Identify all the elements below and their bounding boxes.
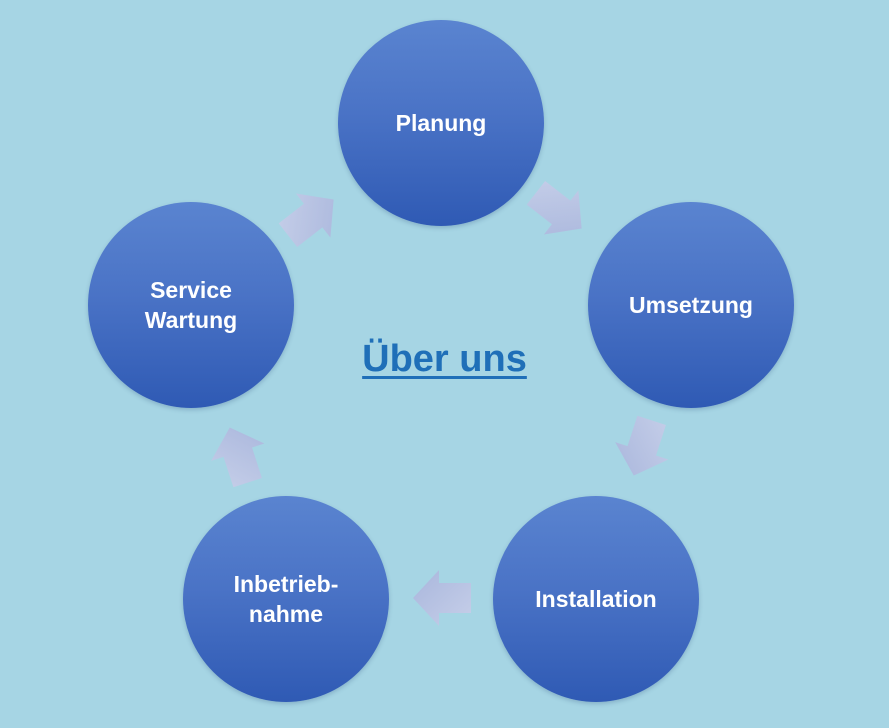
arrow-umsetzung-to-installation-icon bbox=[607, 411, 679, 485]
node-installation-label: Installation bbox=[535, 586, 657, 612]
node-planung-label: Planung bbox=[395, 110, 487, 136]
node-umsetzung: Umsetzung bbox=[588, 202, 794, 408]
arrow-installation-to-inbetriebnahme-icon bbox=[413, 570, 471, 626]
node-umsetzung-label: Umsetzung bbox=[629, 292, 753, 318]
node-planung: Planung bbox=[338, 20, 544, 226]
arrow-inbetriebnahme-to-service-icon bbox=[203, 418, 275, 492]
node-service-wartung: Service Wartung bbox=[88, 202, 294, 408]
node-service-wartung-label: Service Wartung bbox=[144, 277, 238, 333]
node-inbetriebnahme: Inbetrieb- nahme bbox=[183, 496, 389, 702]
node-installation: Installation bbox=[493, 496, 699, 702]
arrow-planung-to-umsetzung-icon bbox=[518, 170, 599, 251]
arrow-service-to-planung-icon bbox=[270, 177, 351, 258]
node-inbetriebnahme-label: Inbetrieb- nahme bbox=[233, 571, 339, 627]
about-us-link[interactable]: Über uns bbox=[362, 338, 527, 380]
